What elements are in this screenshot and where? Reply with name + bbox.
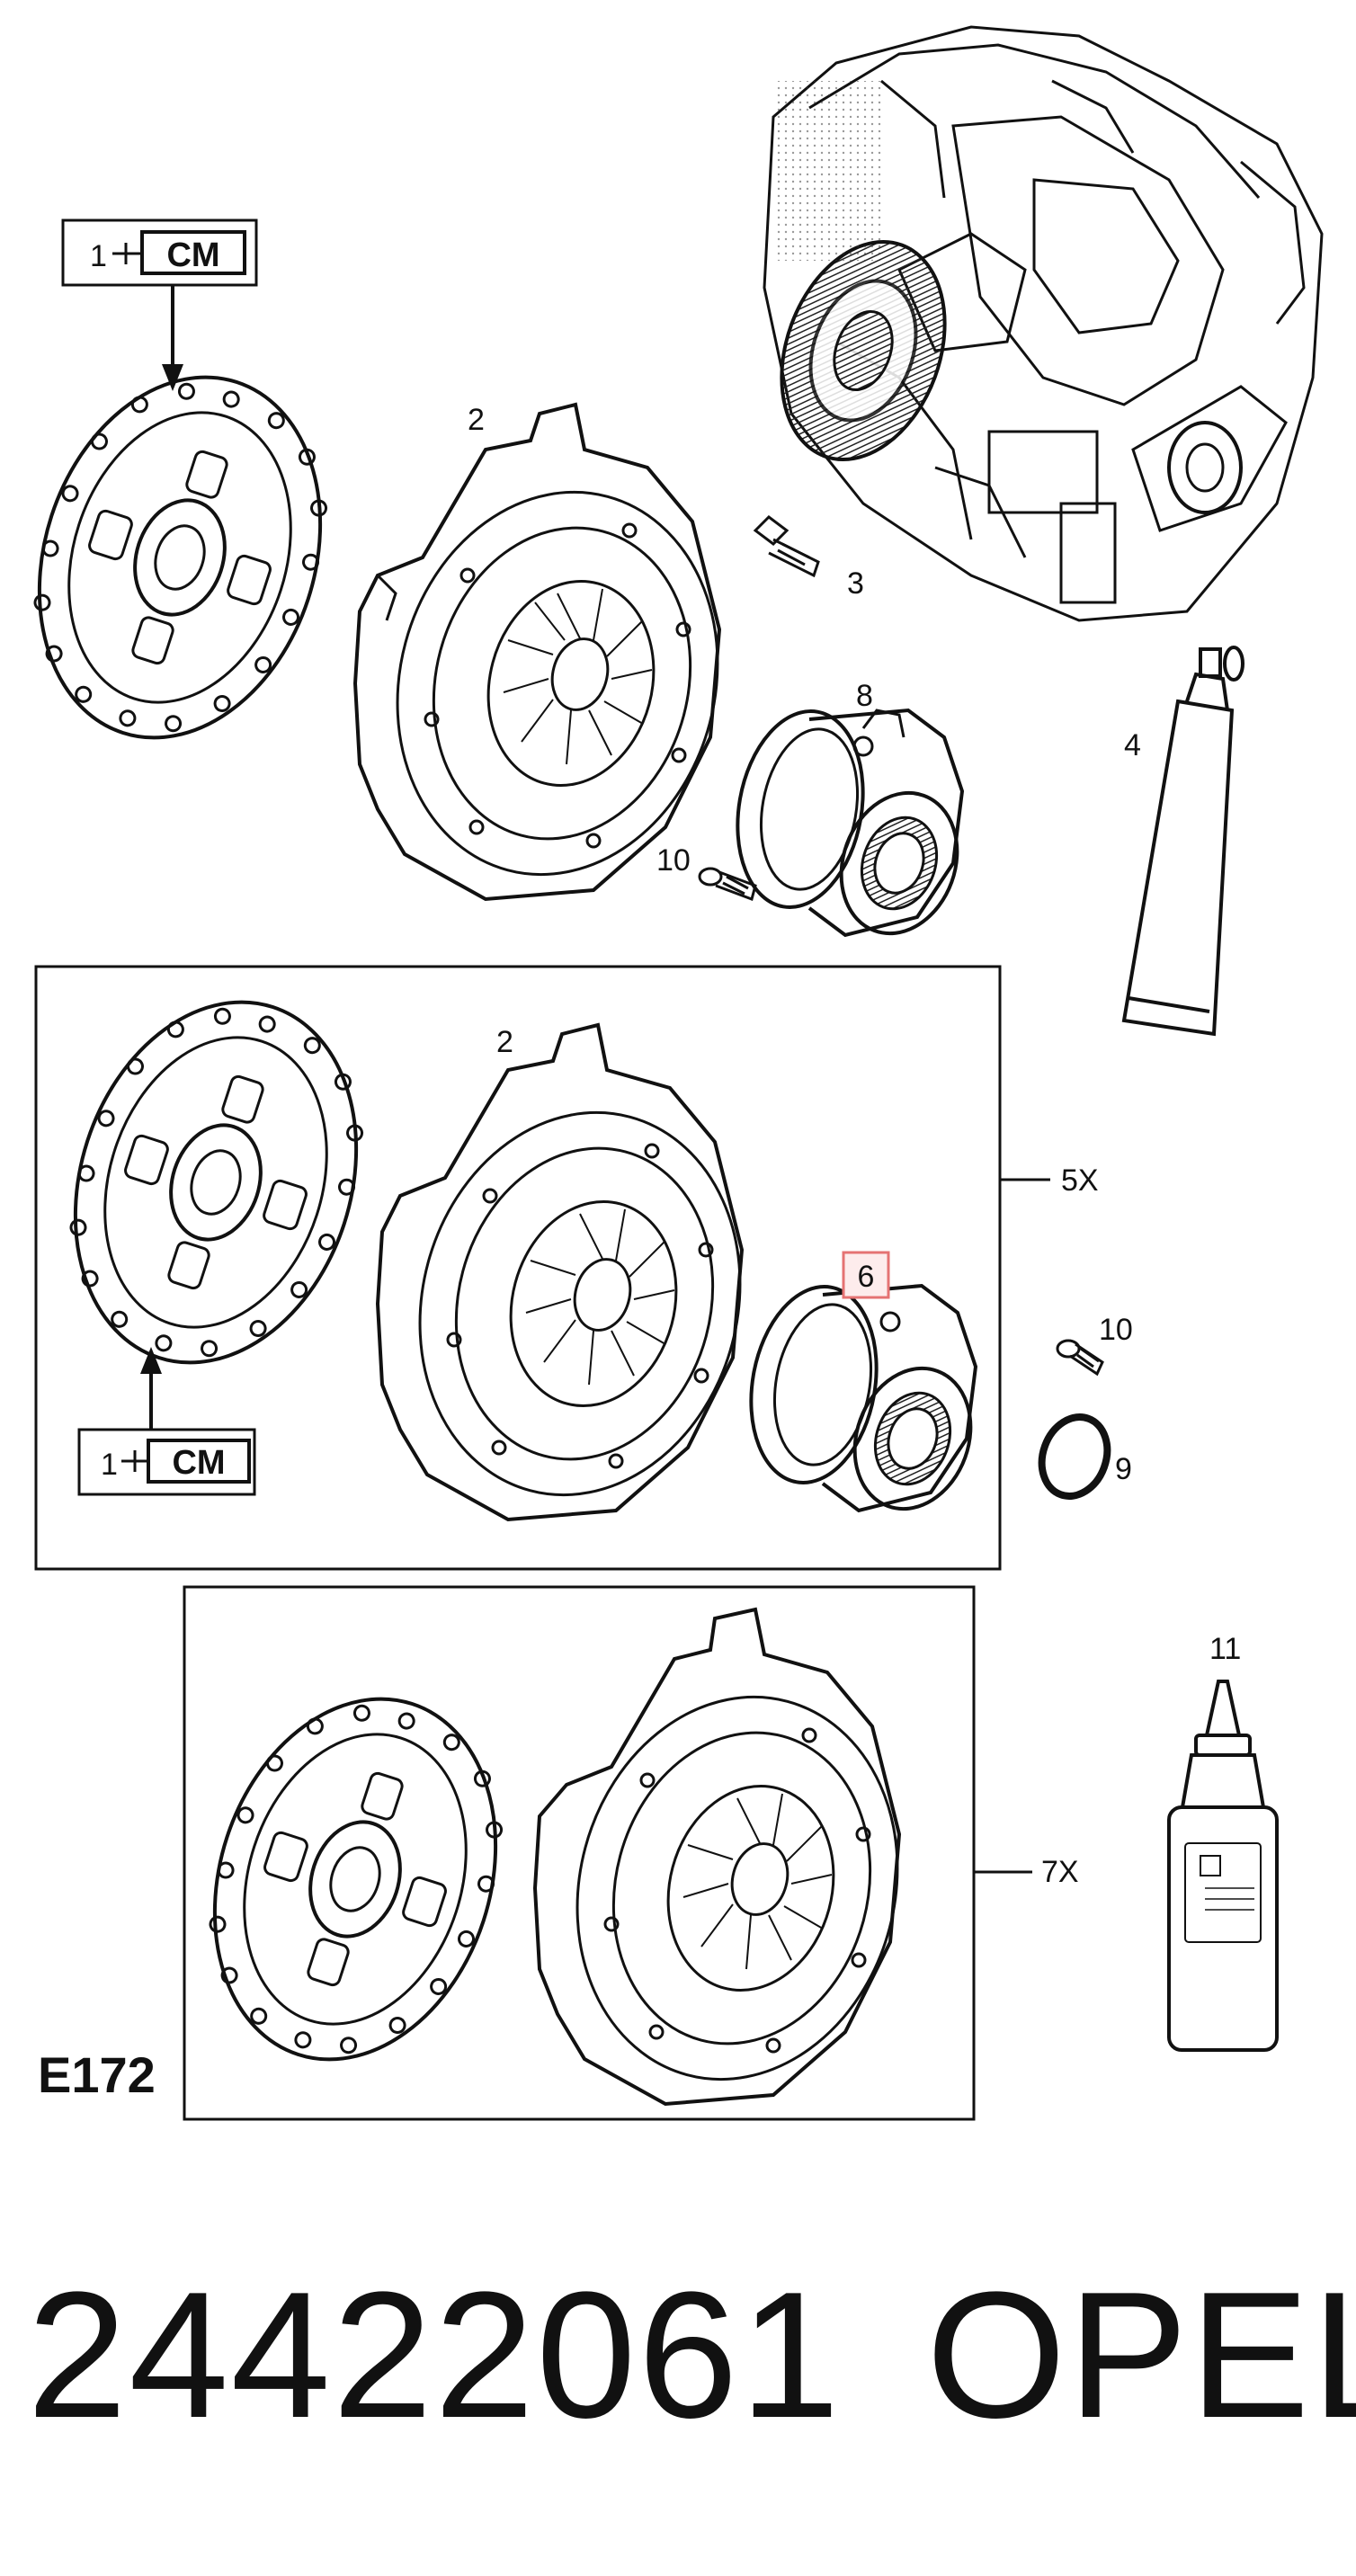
- label-8: 8: [856, 679, 873, 713]
- engine-timing-cover-shaded: [780, 239, 947, 462]
- kit-5x-frame: [34, 965, 1002, 1571]
- label-4: 4: [1124, 728, 1141, 762]
- engine-texture: [773, 81, 881, 261]
- clutch-disc-top: [33, 375, 328, 740]
- label-5x: 5X: [1061, 1163, 1099, 1198]
- seal-ring-9: [1038, 1413, 1111, 1500]
- label-7x: 7X: [1041, 1855, 1079, 1889]
- label-9: 9: [1115, 1452, 1132, 1486]
- bolt-10-top: [698, 867, 757, 901]
- label-10-top: 10: [656, 843, 691, 878]
- clutch-disc-7x: [209, 1697, 504, 2062]
- release-bearing-6: [749, 1283, 978, 1513]
- exploded-parts-diagram: 1 CM: [33, 25, 1324, 2121]
- diagram-code: E172: [38, 2046, 156, 2103]
- grease-tube-4: [1121, 646, 1244, 1037]
- highlight-label-6: 6: [842, 1251, 890, 1299]
- cm-reference-box-top: 1 CM: [61, 218, 258, 391]
- kit-7x-frame: [183, 1585, 976, 2121]
- label-3: 3: [847, 566, 864, 601]
- bolt-10-side: [1056, 1339, 1104, 1377]
- pressure-plate-5x: [375, 1022, 745, 1522]
- pressure-plate-7x: [532, 1607, 902, 2107]
- part-number: 24422061: [27, 2255, 842, 2456]
- cm-reference-box-5x: 1 CM: [77, 1347, 256, 1496]
- pressure-plate-top: [352, 402, 722, 902]
- release-bearing-8: [736, 708, 965, 938]
- label-2-top: 2: [468, 403, 485, 437]
- label-1-top: 1: [90, 239, 107, 273]
- label-cm-top: CM: [166, 236, 219, 274]
- label-cm-5x: CM: [172, 1444, 225, 1482]
- threadlock-bottle-11: [1167, 1680, 1279, 2052]
- label-10-side: 10: [1099, 1313, 1133, 1347]
- bolt-3: [753, 515, 820, 578]
- label-1-5x: 1: [101, 1448, 118, 1482]
- label-2-5x: 2: [496, 1025, 513, 1059]
- label-6: 6: [858, 1260, 875, 1294]
- clutch-disc-5x: [69, 1000, 364, 1365]
- brand-name: OPEL: [926, 2255, 1356, 2456]
- label-11: 11: [1209, 1632, 1241, 1666]
